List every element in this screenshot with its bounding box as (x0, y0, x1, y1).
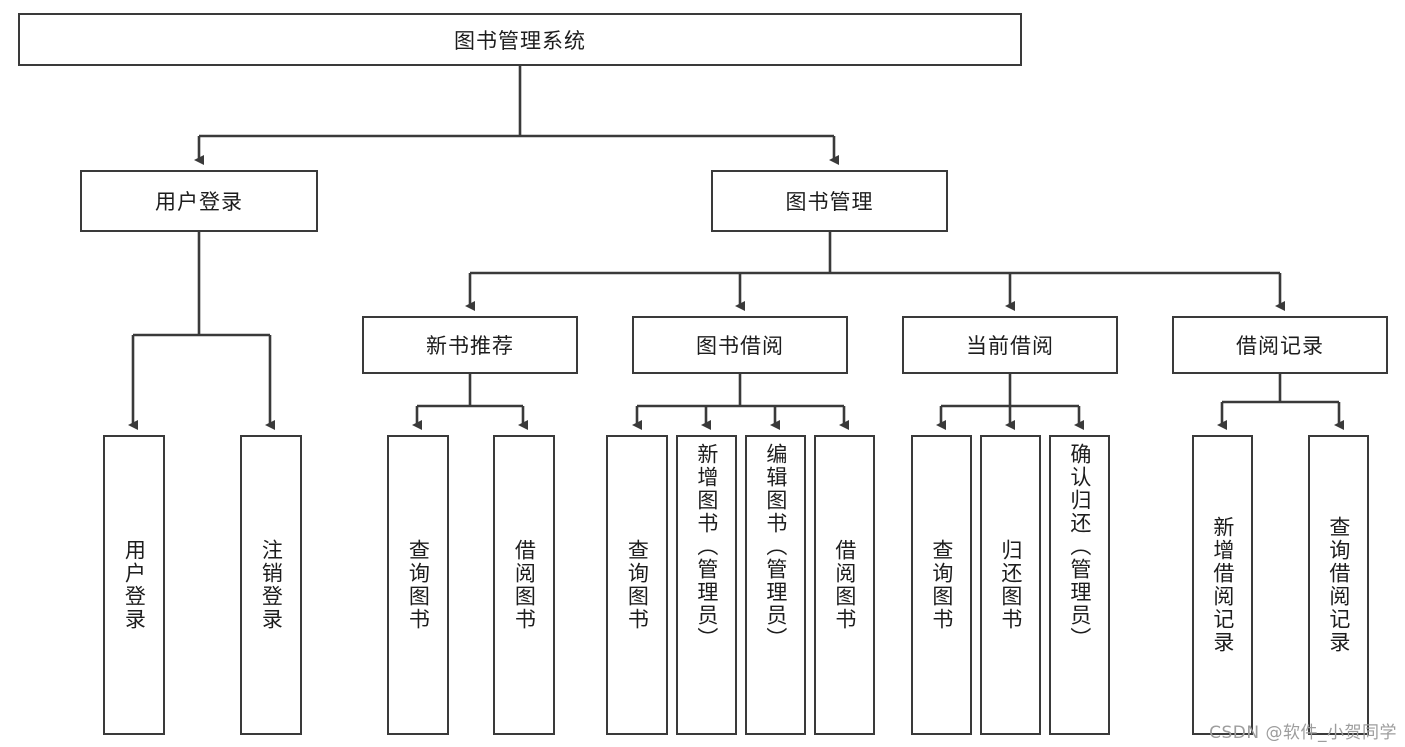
node-leaf-query-book-2-label: 查询图书 (625, 539, 650, 631)
node-leaf-return-book[interactable]: 归还图书 (980, 435, 1041, 735)
node-leaf-add-book-label: 新增图书（管理员） (694, 443, 719, 650)
node-leaf-query-book-3-label: 查询图书 (929, 539, 954, 631)
node-book-borrow-label: 图书借阅 (696, 334, 784, 358)
node-leaf-add-record-label: 新增借阅记录 (1210, 516, 1235, 654)
node-leaf-confirm-return[interactable]: 确认归还（管理员） (1049, 435, 1110, 735)
node-leaf-query-book-1-label: 查询图书 (406, 539, 431, 631)
node-leaf-borrow-book-1[interactable]: 借阅图书 (493, 435, 555, 735)
node-leaf-borrow-book-1-label: 借阅图书 (512, 539, 537, 631)
node-current-borrow-label: 当前借阅 (966, 334, 1054, 358)
node-root[interactable]: 图书管理系统 (18, 13, 1022, 66)
node-leaf-user-login[interactable]: 用户登录 (103, 435, 165, 735)
node-leaf-edit-book[interactable]: 编辑图书（管理员） (745, 435, 806, 735)
node-leaf-add-book[interactable]: 新增图书（管理员） (676, 435, 737, 735)
node-leaf-query-record[interactable]: 查询借阅记录 (1308, 435, 1369, 735)
node-book-management[interactable]: 图书管理 (711, 170, 948, 232)
node-leaf-query-book-3[interactable]: 查询图书 (911, 435, 972, 735)
node-book-management-label: 图书管理 (785, 190, 874, 214)
node-leaf-logout[interactable]: 注销登录 (240, 435, 302, 735)
node-new-book-recommend[interactable]: 新书推荐 (362, 316, 578, 374)
node-user-login[interactable]: 用户登录 (80, 170, 318, 232)
node-leaf-add-record[interactable]: 新增借阅记录 (1192, 435, 1253, 735)
node-user-login-label: 用户登录 (155, 190, 243, 214)
node-current-borrow[interactable]: 当前借阅 (902, 316, 1118, 374)
node-leaf-user-login-label: 用户登录 (122, 539, 147, 631)
node-leaf-borrow-book-2-label: 借阅图书 (832, 539, 857, 631)
node-root-label: 图书管理系统 (454, 28, 586, 53)
node-leaf-query-book-1[interactable]: 查询图书 (387, 435, 449, 735)
csdn-watermark: CSDN @软件_小贺同学 (1209, 723, 1397, 743)
node-leaf-return-book-label: 归还图书 (998, 539, 1023, 631)
node-leaf-edit-book-label: 编辑图书（管理员） (763, 443, 788, 650)
node-borrow-record[interactable]: 借阅记录 (1172, 316, 1388, 374)
node-leaf-logout-label: 注销登录 (259, 539, 284, 631)
node-leaf-query-book-2[interactable]: 查询图书 (606, 435, 668, 735)
node-leaf-borrow-book-2[interactable]: 借阅图书 (814, 435, 875, 735)
node-leaf-query-record-label: 查询借阅记录 (1326, 516, 1351, 654)
node-book-borrow[interactable]: 图书借阅 (632, 316, 848, 374)
node-leaf-confirm-return-label: 确认归还（管理员） (1067, 443, 1092, 650)
node-borrow-record-label: 借阅记录 (1236, 334, 1324, 358)
node-new-book-recommend-label: 新书推荐 (426, 334, 514, 358)
